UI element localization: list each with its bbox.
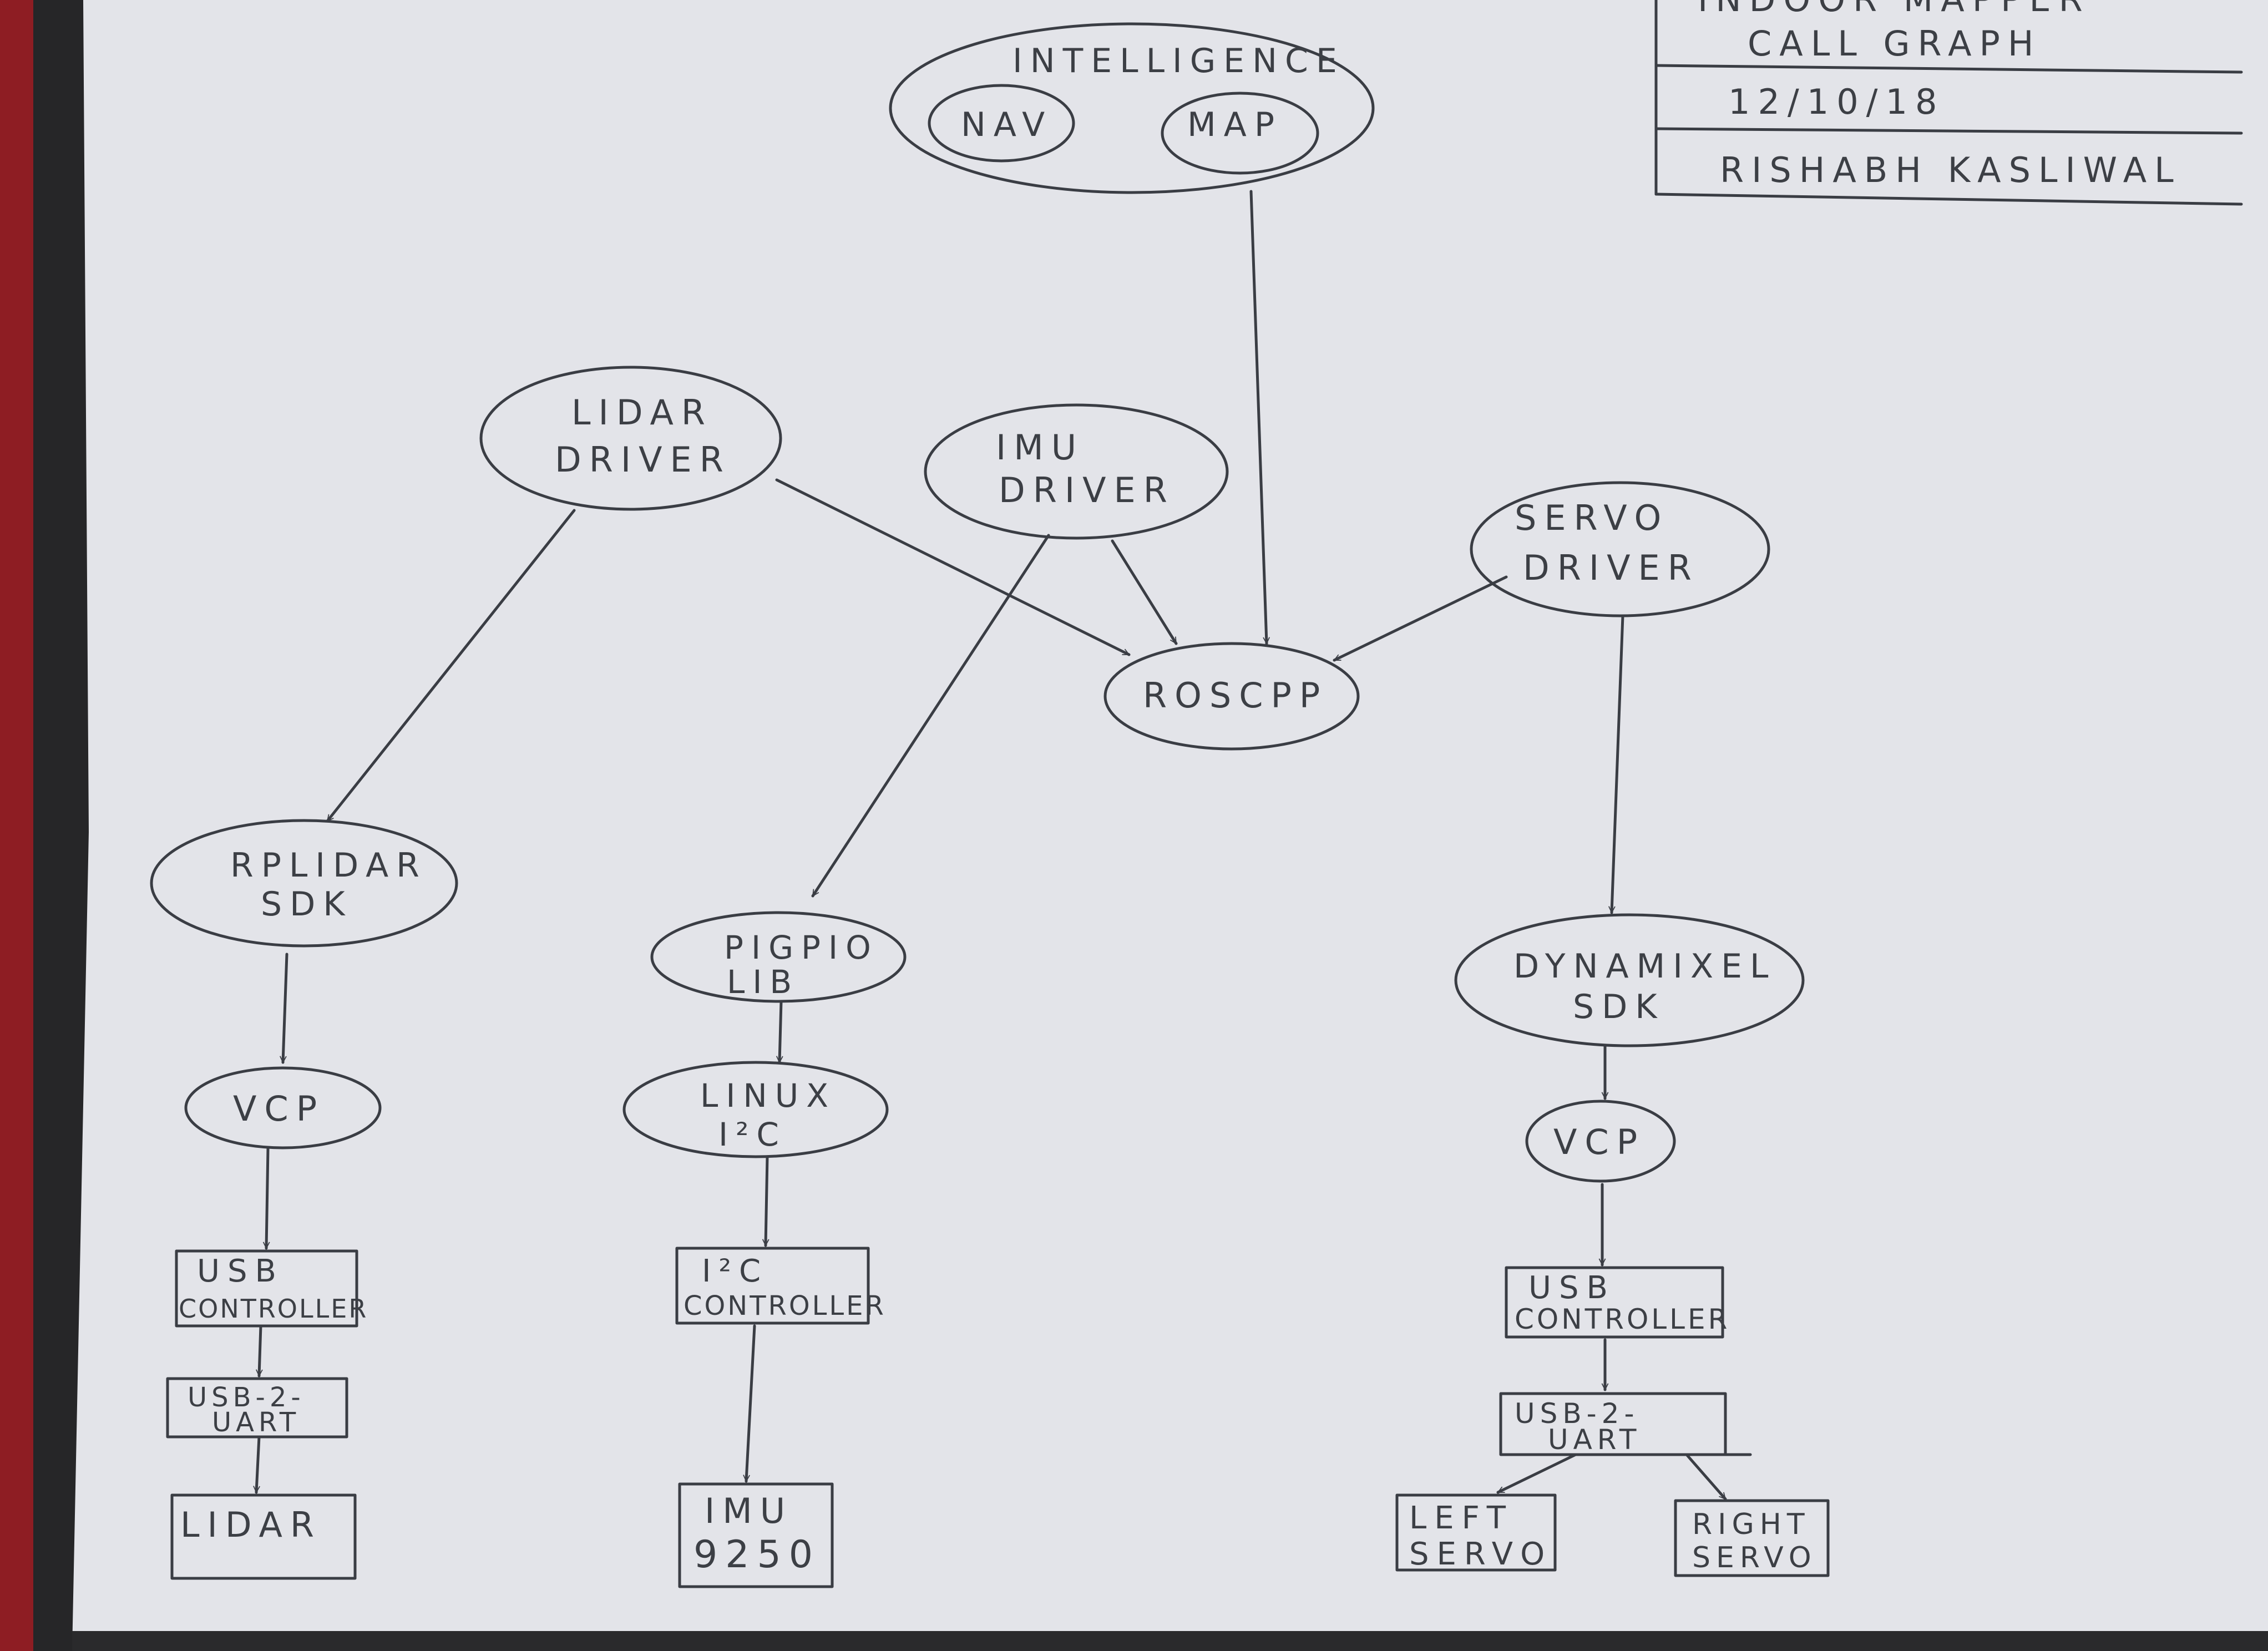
label-lidar-driver-1: LIDAR: [571, 392, 713, 433]
edge-servo-driver-dynamixel-sdk: [1612, 614, 1624, 914]
label-left-servo-2: SERVO: [1409, 1536, 1552, 1572]
label-imu-driver-2: DRIVER: [999, 470, 1175, 510]
label-linux-i2c-2: I²C: [718, 1116, 787, 1153]
label-servo-driver-2: DRIVER: [1523, 548, 1699, 588]
node-usb2uart-right: USB-2- UART: [1499, 1392, 1752, 1456]
label-usb-controller-left-2: CONTROLLER: [179, 1294, 368, 1324]
label-usb2uart-right-2: UART: [1548, 1424, 1641, 1456]
node-imu-9250: IMU 9250: [678, 1482, 834, 1588]
edge-imu-driver-roscpp: [1111, 539, 1178, 645]
node-right-servo: RIGHT SERVO: [1674, 1499, 1830, 1577]
node-linux-i2c: LINUX I²C: [622, 1061, 889, 1158]
label-lidar: LIDAR: [180, 1505, 322, 1545]
label-lidar-driver-2: DRIVER: [555, 439, 731, 480]
edge-i2c-controller-imu-9250: [746, 1324, 756, 1483]
node-left-servo: LEFT SERVO: [1395, 1493, 1557, 1572]
label-servo-driver-1: SERVO: [1515, 498, 1669, 538]
node-pigpio-lib: PIGPIO LIB: [650, 911, 907, 1003]
label-rplidar-sdk-2: SDK: [261, 885, 353, 924]
title-line-1: INDOOR MAPPER: [1698, 0, 2090, 19]
node-usb2uart-left: USB-2- UART: [166, 1377, 348, 1439]
label-usb2uart-left-1: USB-2-: [188, 1382, 305, 1413]
label-linux-i2c-1: LINUX: [700, 1077, 836, 1115]
node-rplidar-sdk: RPLIDAR SDK: [150, 819, 458, 948]
label-i2c-controller-1: I²C: [702, 1253, 768, 1289]
edge-vcp-usb-controller-left: [266, 1147, 268, 1250]
label-imu-9250-1: IMU: [705, 1491, 793, 1531]
label-vcp-left: VCP: [233, 1088, 325, 1129]
edge-map-roscpp: [1249, 190, 1267, 645]
node-vcp-left: VCP: [184, 1066, 382, 1149]
node-intelligence: INTELLIGENCE: [889, 22, 1375, 194]
edge-pigpio-linux-i2c: [779, 1000, 781, 1064]
title-date: 12/10/18: [1728, 82, 1945, 122]
node-dynamixel-sdk: DYNAMIXEL SDK: [1454, 913, 1805, 1047]
edge-servo-driver-roscpp: [1333, 575, 1508, 662]
edge-usb2uart-lidar: [256, 1435, 261, 1494]
node-usb-controller-left: USB CONTROLLER: [175, 1249, 368, 1328]
label-right-servo-2: SERVO: [1692, 1541, 1817, 1574]
label-pigpio-lib-2: LIB: [727, 963, 799, 1001]
label-usb-controller-right-2: CONTROLLER: [1515, 1303, 1730, 1335]
label-usb2uart-left-2: UART: [212, 1407, 300, 1438]
title-author: RISHABH KASLIWAL: [1720, 150, 2181, 190]
node-nav: NAV: [928, 84, 1075, 163]
label-usb-controller-right-1: USB: [1528, 1270, 1616, 1306]
label-usb2uart-right-1: USB-2-: [1515, 1397, 1639, 1430]
title-line-2: CALL GRAPH: [1748, 23, 2042, 64]
label-left-servo-1: LEFT: [1409, 1500, 1513, 1536]
edge-usb2uart-right-servo: [1685, 1453, 1727, 1501]
edge-linux-i2c-i2c-controller: [766, 1155, 767, 1247]
edge-lidar-driver-roscpp: [775, 478, 1131, 656]
edge-imu-driver-pigpio-lib: [811, 534, 1050, 898]
label-rplidar-sdk-1: RPLIDAR: [230, 846, 427, 885]
node-usb-controller-right: USB CONTROLLER: [1505, 1266, 1730, 1339]
edges: [256, 190, 1727, 1501]
label-map: MAP: [1187, 105, 1282, 144]
title-block: INDOOR MAPPER CALL GRAPH 12/10/18 RISHAB…: [1654, 0, 2243, 206]
label-imu-driver-1: IMU: [996, 427, 1084, 468]
label-pigpio-lib-1: PIGPIO: [724, 929, 879, 966]
node-i2c-controller: I²C CONTROLLER: [675, 1247, 886, 1325]
edge-lidar-driver-rplidar-sdk: [326, 509, 576, 823]
edge-usb-controller-usb2uart-left: [259, 1324, 261, 1377]
label-vcp-right: VCP: [1553, 1122, 1645, 1162]
label-roscpp: ROSCPP: [1143, 675, 1328, 716]
label-dynamixel-sdk-1: DYNAMIXEL: [1513, 947, 1776, 986]
edge-usb2uart-left-servo: [1496, 1453, 1577, 1494]
node-lidar-driver: LIDAR DRIVER: [479, 366, 782, 511]
edge-rplidar-vcp: [283, 953, 288, 1064]
node-imu-driver: IMU DRIVER: [924, 403, 1229, 540]
label-dynamixel-sdk-2: SDK: [1573, 987, 1665, 1026]
label-right-servo-1: RIGHT: [1692, 1508, 1810, 1541]
node-map: MAP: [1161, 92, 1319, 175]
node-vcp-right: VCP: [1525, 1100, 1676, 1183]
label-i2c-controller-2: CONTROLLER: [684, 1290, 886, 1321]
label-imu-9250-2: 9250: [693, 1533, 821, 1577]
node-lidar: LIDAR: [170, 1493, 357, 1580]
node-roscpp: ROSCPP: [1103, 642, 1360, 751]
label-intelligence: INTELLIGENCE: [1012, 42, 1345, 80]
label-nav: NAV: [961, 105, 1052, 144]
node-servo-driver: SERVO DRIVER: [1470, 481, 1770, 617]
label-usb-controller-left-1: USB: [197, 1253, 284, 1289]
